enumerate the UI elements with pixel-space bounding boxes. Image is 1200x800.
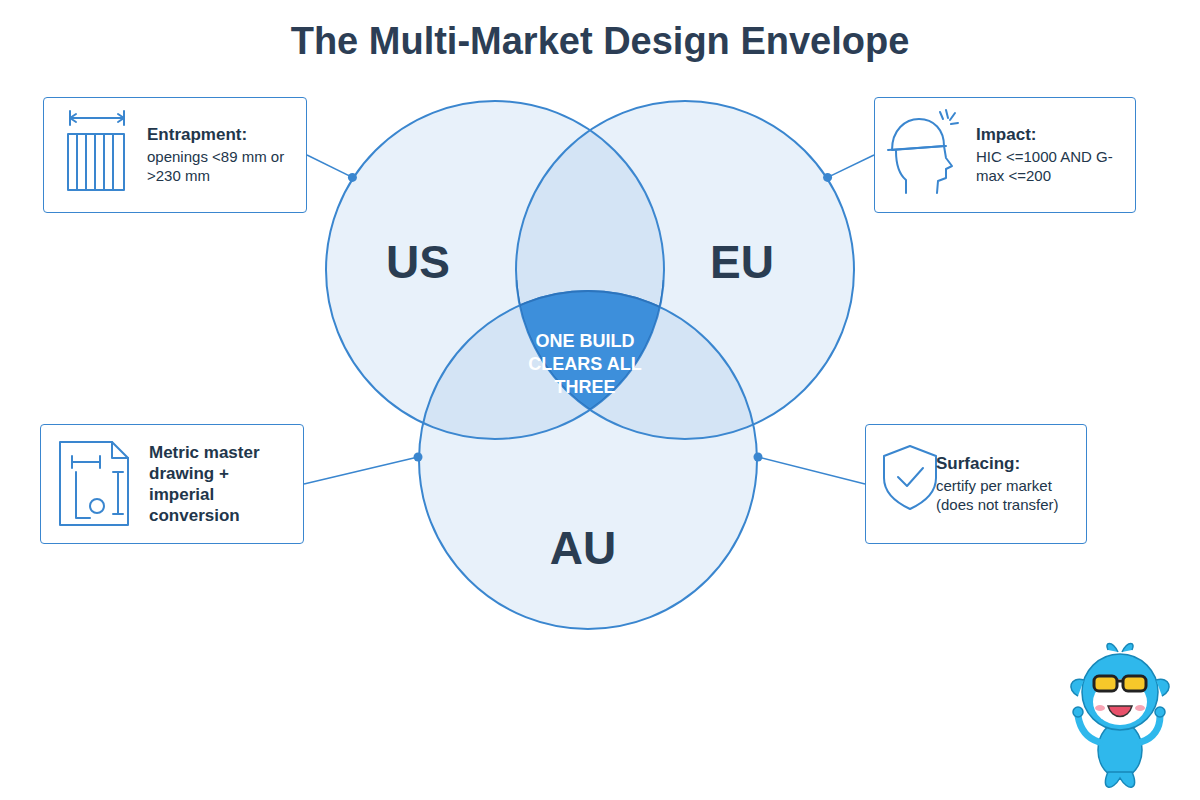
lens-fill bbox=[500, 291, 670, 460]
market-label: US bbox=[386, 235, 450, 289]
fence-icon bbox=[68, 111, 124, 190]
helmet-head-icon bbox=[888, 110, 958, 193]
callout-box: Metric master drawing + imperial convers… bbox=[40, 424, 304, 544]
leader-line bbox=[304, 457, 418, 484]
market-label: AU bbox=[550, 521, 616, 575]
leader-connector bbox=[307, 155, 357, 182]
leader-connector bbox=[823, 155, 874, 182]
callout-heading: Entrapment: bbox=[147, 124, 296, 146]
callout-heading: Impact: bbox=[976, 124, 1125, 146]
lens-edge bbox=[500, 291, 670, 460]
leader-line bbox=[828, 155, 874, 177]
callout-body: HIC <=1000 AND G-max <=200 bbox=[976, 147, 1125, 186]
drawing-icon bbox=[60, 442, 128, 525]
leader-line bbox=[758, 457, 865, 484]
leader-line bbox=[307, 155, 352, 177]
diagram-title: The Multi-Market Design Envelope bbox=[0, 20, 1200, 63]
callout-heading: Surfacing: bbox=[936, 453, 1076, 475]
leader-connector bbox=[753, 453, 865, 484]
callout-box: Impact:HIC <=1000 AND G-max <=200 bbox=[874, 97, 1136, 213]
market-label: EU bbox=[710, 235, 774, 289]
leader-connector bbox=[304, 453, 423, 484]
overlap-lens: ONE BUILD CLEARS ALL THREE bbox=[500, 280, 670, 460]
shield-icon bbox=[884, 446, 936, 509]
overlap-label: ONE BUILD CLEARS ALL THREE bbox=[515, 330, 655, 400]
callout-box: Surfacing:certify per market (does not t… bbox=[865, 424, 1087, 544]
callout-body: certify per market (does not transfer) bbox=[936, 476, 1076, 515]
callout-heading: Metric master drawing + imperial convers… bbox=[149, 442, 293, 527]
mascot bbox=[1071, 644, 1169, 788]
callout-body: openings <89 mm or >230 mm bbox=[147, 147, 296, 186]
circle-shape bbox=[419, 291, 757, 629]
callout-box: Entrapment:openings <89 mm or >230 mm bbox=[43, 97, 307, 213]
